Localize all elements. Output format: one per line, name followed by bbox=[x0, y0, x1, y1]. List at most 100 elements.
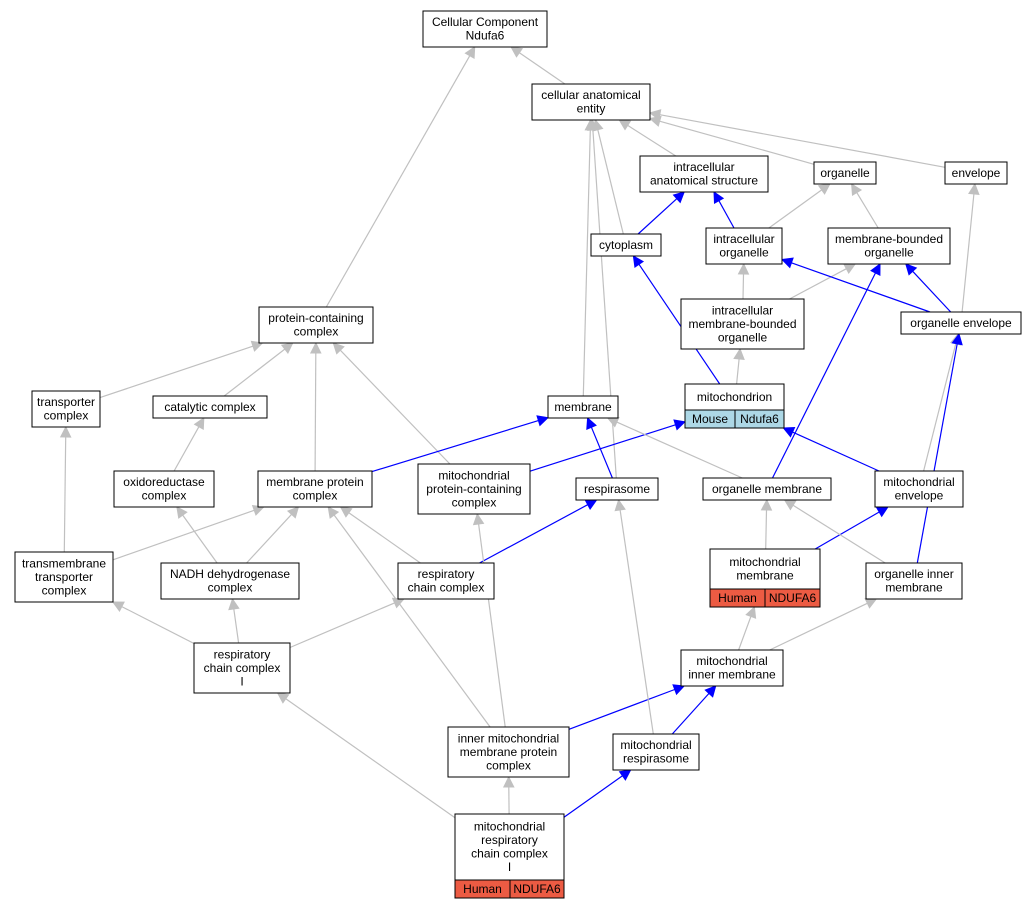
node-label-line: complex bbox=[486, 758, 531, 772]
edge-line bbox=[564, 776, 623, 818]
node-label-line: complex bbox=[42, 583, 87, 597]
edge-cat-to-pcc bbox=[224, 343, 293, 396]
edge-arrowhead bbox=[785, 500, 796, 510]
node-label-line: respiratory bbox=[418, 567, 475, 581]
edge-arrowhead bbox=[229, 599, 239, 610]
edge-arrowhead bbox=[177, 507, 187, 518]
node-label-line: transporter bbox=[37, 395, 95, 409]
edge-ias-to-cae bbox=[619, 120, 676, 156]
edge-line bbox=[770, 603, 868, 650]
node-label-line: envelope bbox=[895, 489, 944, 503]
edge-rcc1-to-nadh bbox=[229, 599, 239, 643]
go-term-node-envelope[interactable]: envelope bbox=[945, 162, 1007, 184]
edge-arrowhead bbox=[504, 777, 514, 787]
edge-line bbox=[122, 607, 194, 644]
edge-arrowhead bbox=[278, 693, 289, 703]
edge-arrowhead bbox=[328, 507, 338, 518]
edge-oim-to-oenv bbox=[917, 334, 962, 563]
edge-cytoplasm-to-cae bbox=[593, 120, 623, 234]
node-label-line: mitochondrial bbox=[438, 468, 509, 482]
edge-line bbox=[620, 510, 653, 734]
edge-menv-to-mito bbox=[783, 428, 879, 472]
edge-line bbox=[315, 353, 316, 471]
edge-cae-to-cc bbox=[511, 47, 565, 84]
edge-line bbox=[743, 274, 744, 299]
go-term-node-om[interactable]: organelle membrane bbox=[703, 478, 831, 500]
edge-line bbox=[638, 199, 677, 234]
edge-line bbox=[234, 609, 239, 643]
edge-line bbox=[924, 344, 956, 471]
node-label-line: protein-containing bbox=[268, 311, 363, 325]
node-label-line: Ndufa6 bbox=[466, 29, 505, 43]
edge-line bbox=[815, 512, 879, 549]
edge-line bbox=[583, 130, 590, 396]
edge-arrowhead bbox=[969, 184, 979, 194]
edge-line bbox=[286, 699, 455, 818]
go-term-node-membrane[interactable]: membrane bbox=[548, 396, 618, 418]
node-label-line: oxidoreductase bbox=[123, 475, 205, 489]
edge-arrowhead bbox=[620, 770, 631, 780]
node-label-line: mitochondrial bbox=[696, 654, 767, 668]
node-label-line: envelope bbox=[952, 166, 1001, 180]
node-label-line: inner membrane bbox=[688, 668, 776, 682]
node-label-line: anatomical structure bbox=[650, 174, 758, 188]
go-term-node-cat[interactable]: catalytic complex bbox=[153, 396, 267, 418]
go-term-node-resp[interactable]: respirasome bbox=[576, 478, 658, 500]
node-label-line: chain complex bbox=[471, 847, 548, 861]
edge-line bbox=[100, 346, 253, 397]
node-label-line: Cellular Component bbox=[432, 15, 539, 29]
edge-arrowhead bbox=[615, 500, 625, 511]
edge-oenv-to-mbo bbox=[906, 264, 951, 312]
node-label-line: mitochondrial bbox=[620, 738, 691, 752]
edge-mm-to-menv bbox=[815, 507, 888, 549]
node-label-line: membrane-bounded bbox=[835, 232, 943, 246]
node-label-line: NADH dehydrogenase bbox=[170, 567, 290, 581]
node-label-line: organelle bbox=[719, 246, 769, 260]
node-label-line: mitochondrial bbox=[729, 555, 800, 569]
edge-arrowhead bbox=[61, 427, 71, 437]
go-term-node-organelle[interactable]: organelle bbox=[814, 162, 876, 184]
edge-line bbox=[769, 190, 822, 228]
edge-line bbox=[790, 269, 847, 299]
go-term-node-oenv[interactable]: organelle envelope bbox=[901, 312, 1021, 334]
edge-mresp-to-resp bbox=[615, 500, 653, 734]
edge-line bbox=[326, 56, 470, 307]
edge-iorg-to-ias bbox=[714, 192, 734, 228]
edge-line bbox=[719, 201, 734, 228]
go-term-node-cytoplasm[interactable]: cytoplasm bbox=[591, 234, 661, 256]
node-label-line: organelle bbox=[820, 166, 870, 180]
node-label-line: membrane bbox=[736, 569, 794, 583]
edge-line bbox=[113, 510, 254, 560]
node-label-line: catalytic complex bbox=[164, 400, 255, 414]
edge-line bbox=[593, 130, 616, 478]
edge-ttc-to-tc bbox=[61, 427, 71, 552]
edge-mpc-to-membrane bbox=[372, 416, 548, 472]
edge-line bbox=[183, 515, 217, 563]
node-label-line: mitochondrion bbox=[697, 390, 772, 404]
edge-mito-to-imbo bbox=[734, 349, 744, 384]
